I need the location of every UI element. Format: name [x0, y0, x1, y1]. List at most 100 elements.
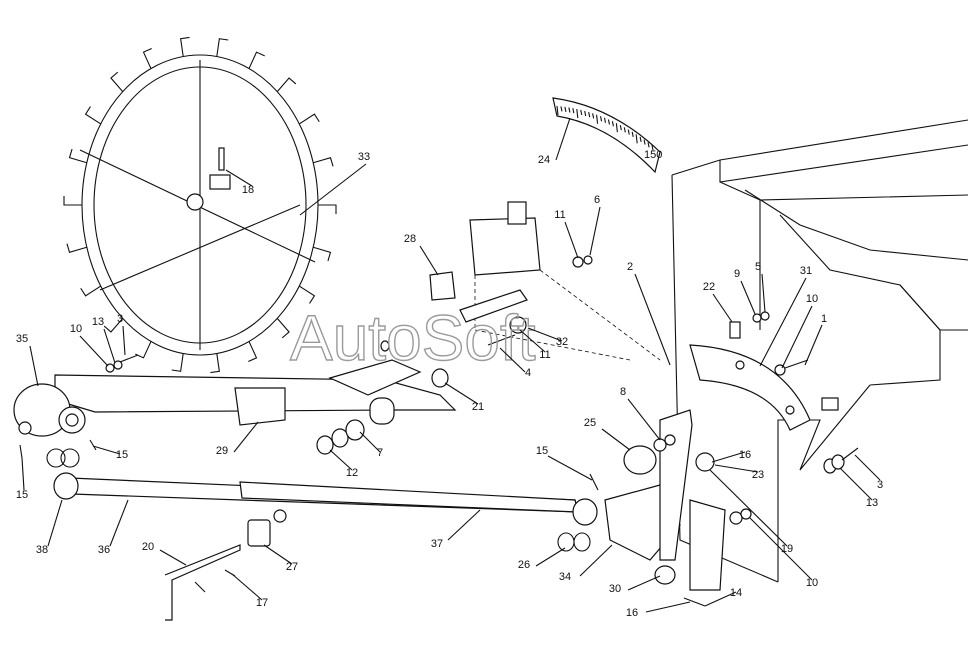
part-callout: 17	[256, 597, 268, 609]
wheel-spike	[216, 38, 229, 57]
leader-line	[634, 273, 671, 366]
part-callout: 10	[806, 577, 818, 589]
part-callout: 9	[734, 268, 740, 280]
part-callout: 16	[739, 449, 751, 461]
scale-tick	[568, 107, 571, 113]
scale-tick	[580, 109, 583, 116]
leader-line	[564, 221, 579, 259]
scale-tick	[603, 117, 607, 123]
wheel-spike	[63, 196, 82, 206]
part-callout: 6	[594, 194, 600, 206]
part-callout: 20	[142, 541, 154, 553]
leader-line	[299, 163, 367, 216]
part-callout: 2	[627, 261, 633, 273]
part-callout: 28	[404, 233, 416, 245]
part-callout: 37	[431, 538, 443, 550]
leader-line	[601, 428, 631, 451]
wheel-spike	[80, 285, 102, 297]
wheel-spike	[248, 51, 265, 69]
scale-tick	[556, 105, 559, 116]
leader-line	[29, 345, 39, 387]
part-callout: 34	[559, 571, 571, 583]
leader-line	[704, 591, 737, 607]
scale-tick	[592, 113, 595, 119]
wheel-spike	[142, 47, 152, 69]
leader-line	[447, 509, 481, 541]
leader-line	[359, 431, 381, 453]
wheel-spike	[210, 353, 220, 374]
wheel-spike	[66, 243, 87, 254]
leader-line	[759, 277, 807, 367]
scale-tick	[572, 108, 575, 114]
scale-tick	[643, 139, 646, 145]
leader-line	[231, 573, 263, 601]
scale-tick	[651, 145, 654, 151]
frame-housing	[671, 119, 968, 583]
wheel-spike	[248, 341, 258, 363]
leader-line	[839, 467, 873, 501]
leader-line	[159, 549, 187, 566]
quadrant-scale: 150	[552, 97, 662, 174]
leader-line	[225, 169, 253, 187]
part-callout: 4	[525, 367, 531, 379]
part-callout: 14	[730, 587, 742, 599]
part-callout: 26	[518, 559, 530, 571]
part-callout: 38	[36, 544, 48, 556]
part-callout: 27	[286, 561, 298, 573]
part-callout: 15	[536, 445, 548, 457]
wheel-spike	[68, 148, 87, 164]
part-callout: 33	[358, 151, 370, 163]
wheel-spike	[180, 36, 190, 57]
wheel-spike	[313, 246, 332, 262]
leader-line	[712, 293, 733, 323]
scale-tick	[596, 114, 599, 124]
leader-line	[519, 329, 546, 353]
leader-line	[854, 454, 881, 481]
leader-line	[419, 245, 439, 276]
part-callout: 23	[752, 469, 764, 481]
part-callout: 30	[609, 583, 621, 595]
leader-line	[711, 451, 746, 463]
part-callout: 3	[877, 479, 883, 491]
scale-tick	[584, 110, 587, 117]
wheel-spike	[110, 71, 124, 92]
mounting-bracket	[429, 201, 661, 361]
scale-tick	[564, 106, 567, 112]
part-callout: 13	[866, 497, 878, 509]
leader-line	[579, 544, 613, 577]
part-callout: 15	[116, 449, 128, 461]
wheel-spike	[171, 353, 184, 372]
part-callout: 19	[781, 543, 793, 555]
leader-line	[444, 382, 479, 405]
part-callout: 1	[821, 313, 827, 325]
scale-tick	[647, 142, 650, 148]
scale-tick	[600, 116, 603, 122]
watermark: AutoSoft	[290, 302, 536, 374]
leader-line	[329, 449, 353, 471]
leader-line	[499, 347, 526, 373]
part-callout: 5	[755, 261, 761, 273]
wheel-spike	[103, 318, 124, 333]
spiked-wheel	[63, 36, 337, 374]
part-callout: 18	[242, 184, 254, 196]
scale-tick	[639, 136, 642, 142]
long-shaft	[53, 472, 598, 526]
part-callout: 10	[70, 323, 82, 335]
part-callout: 8	[620, 386, 626, 398]
scale-tick	[623, 127, 626, 133]
leader-line	[555, 117, 571, 161]
leader-lines	[21, 117, 881, 613]
scale-tick	[627, 129, 630, 135]
part-callout: 10	[806, 293, 818, 305]
leader-line	[263, 544, 293, 565]
scale-tick	[631, 131, 634, 137]
wheel-spike	[84, 106, 102, 125]
part-callout: 35	[16, 333, 28, 345]
part-callout: 36	[98, 544, 110, 556]
wheel-spike	[313, 156, 334, 167]
leader-line	[589, 206, 601, 256]
part-callout: 12	[346, 467, 358, 479]
lower-arm	[13, 359, 457, 437]
wheel-spike	[298, 113, 320, 125]
